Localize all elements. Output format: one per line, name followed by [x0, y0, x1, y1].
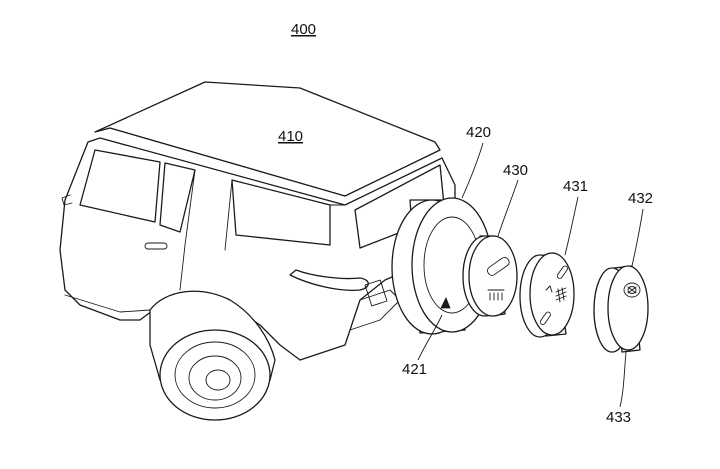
cover-a-slot-bottom	[539, 311, 551, 325]
triangle-marker-icon	[440, 297, 451, 309]
hub-module	[462, 235, 518, 317]
cover-b-marker-label: 433	[606, 409, 631, 426]
cover-a-slot-top	[556, 265, 568, 279]
door-handle	[144, 242, 168, 250]
tire-marker-label: 421	[402, 361, 427, 378]
spare-tire-mount-label: 420	[466, 124, 491, 141]
rear-side-window	[79, 149, 161, 223]
cover-b-label: 432	[628, 190, 653, 207]
leader-line-433	[619, 351, 627, 408]
cover-a-keypad-icon	[555, 287, 567, 303]
hub-module-label: 430	[503, 162, 528, 179]
leader-line-420	[461, 142, 484, 199]
figure-number-label: 400	[291, 21, 316, 38]
cover-a	[519, 252, 575, 338]
leader-line-430	[497, 179, 519, 237]
cover-a-arrow-icon	[545, 285, 553, 293]
cover-a-label: 431	[563, 178, 588, 195]
leader-line-431	[564, 196, 579, 256]
leader-line-421	[417, 314, 443, 361]
vehicle-wheel	[159, 329, 271, 421]
vehicle-label: 410	[278, 128, 303, 145]
rear-quarter-window	[159, 162, 196, 233]
vehicle-drawing	[59, 81, 456, 421]
cover-b	[593, 265, 649, 353]
leader-line-432	[631, 208, 644, 267]
hub-grid-icon	[487, 289, 505, 301]
tail-light	[289, 269, 369, 291]
hub-slot	[486, 256, 510, 276]
front-door-window	[231, 179, 331, 246]
cover-b-knob	[623, 282, 641, 298]
